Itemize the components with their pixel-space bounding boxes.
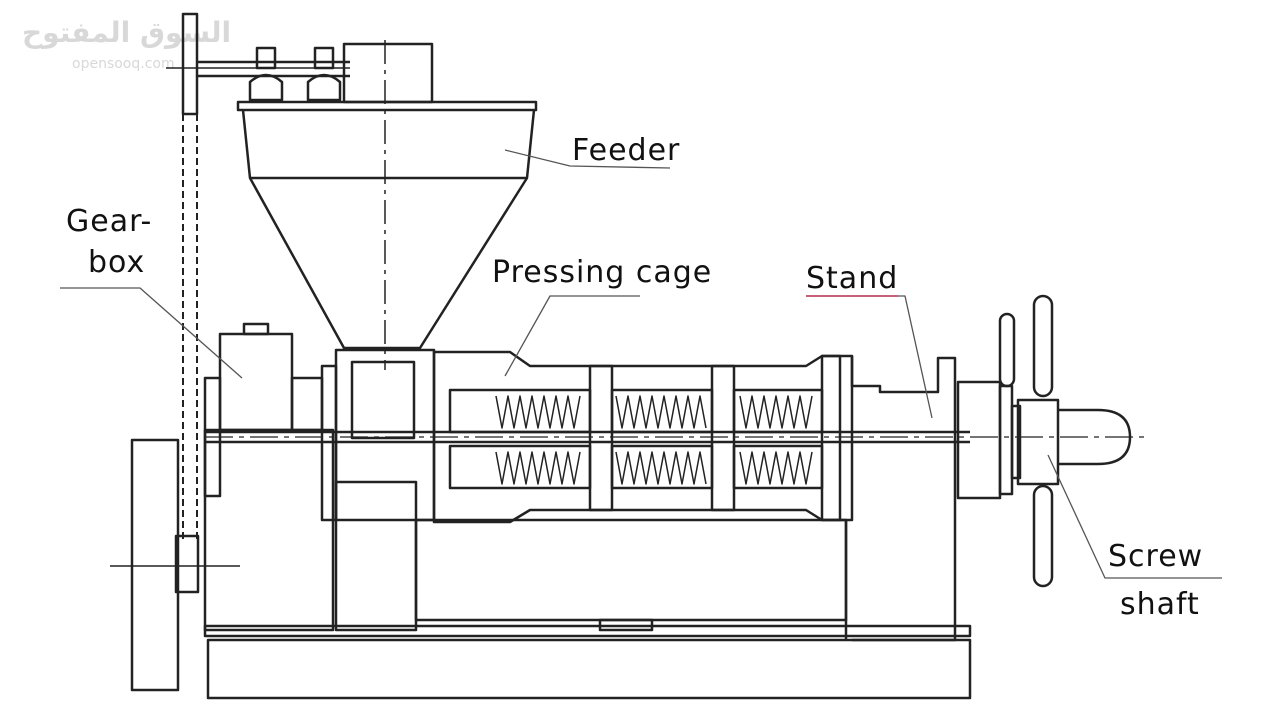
base-frame [203, 518, 972, 700]
drive-pulley [110, 438, 240, 692]
label-feeder: Feeder [572, 133, 681, 168]
label-screw-line1: Screw [1108, 539, 1204, 574]
leader-lines [60, 149, 1222, 579]
screw-flights [495, 395, 813, 485]
label-stand: Stand [806, 261, 899, 297]
watermark-logo-latin: opensooq.com [72, 56, 175, 72]
label-gearbox-line1: Gear- [66, 204, 153, 239]
label-gearbox-line2: box [88, 245, 146, 280]
adjusting-handwheel [998, 294, 1132, 588]
feed-motor [342, 42, 434, 104]
stand [850, 356, 1014, 642]
gearbox [203, 322, 335, 632]
feeder-hopper [236, 40, 538, 370]
main-shaft [205, 430, 1145, 444]
label-screw-line2: shaft [1120, 587, 1200, 622]
top-bearings [248, 46, 342, 102]
label-pressing-cage: Pressing cage [492, 255, 713, 290]
